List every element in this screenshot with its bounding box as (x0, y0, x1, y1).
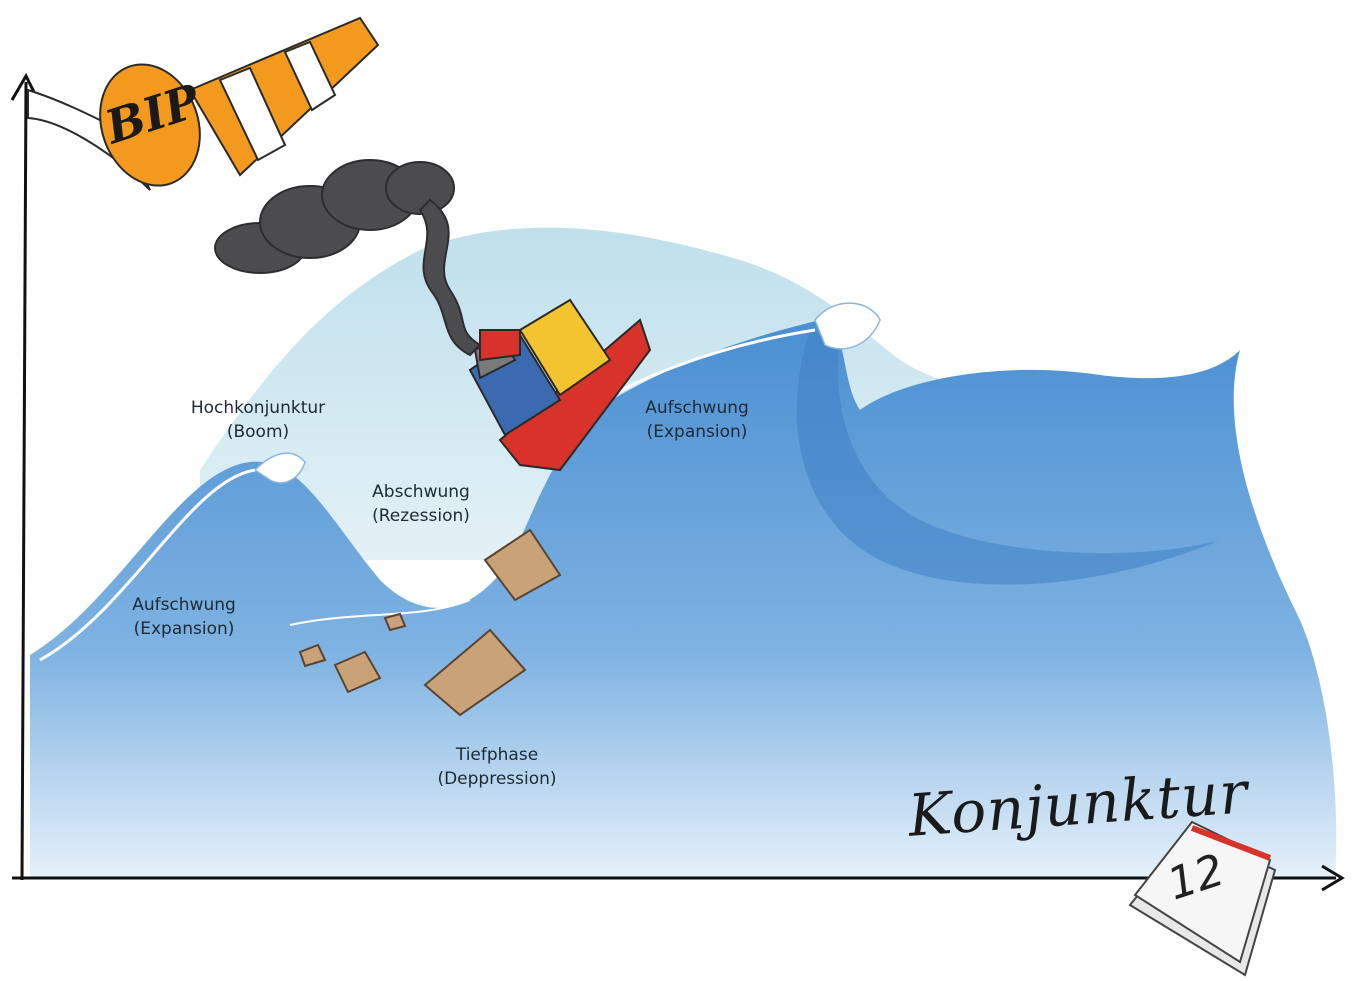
wave-highlight (880, 330, 1200, 347)
phase-subtitle: (Rezession) (346, 504, 496, 528)
phase-label-recession: Abschwung (Rezession) (346, 480, 496, 528)
phase-label-expansion-left: Aufschwung (Expansion) (104, 593, 264, 641)
phase-title: Aufschwung (104, 593, 264, 617)
windsock (28, 18, 378, 200)
phase-subtitle: (Expansion) (612, 420, 782, 444)
phase-subtitle: (Deppression) (412, 767, 582, 791)
phase-title: Aufschwung (612, 396, 782, 420)
phase-label-depression: Tiefphase (Deppression) (412, 743, 582, 791)
phase-title: Abschwung (346, 480, 496, 504)
phase-title: Hochkonjunktur (158, 396, 358, 420)
phase-subtitle: (Boom) (158, 420, 358, 444)
phase-subtitle: (Expansion) (104, 617, 264, 641)
phase-title: Tiefphase (412, 743, 582, 767)
phase-label-boom: Hochkonjunktur (Boom) (158, 396, 358, 444)
phase-label-expansion-right: Aufschwung (Expansion) (612, 396, 782, 444)
